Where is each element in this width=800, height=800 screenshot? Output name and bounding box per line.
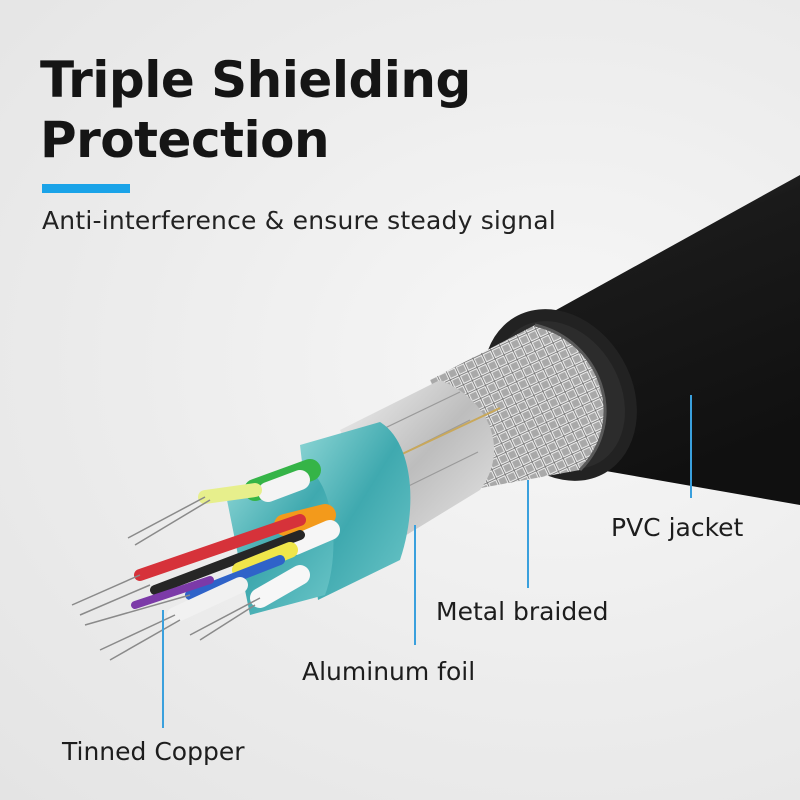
page-title: Triple Shielding Protection (40, 50, 471, 170)
title-line-2: Protection (40, 111, 330, 169)
label-tinned-copper: Tinned Copper (62, 737, 245, 766)
title-line-1: Triple Shielding (40, 51, 471, 109)
callout-leader-lines (162, 395, 692, 728)
label-pvc-jacket: PVC jacket (611, 513, 744, 542)
colored-conductors (131, 459, 340, 623)
label-metal-braided: Metal braided (436, 597, 609, 626)
accent-bar (42, 184, 130, 193)
subtitle: Anti-interference & ensure steady signal (42, 206, 556, 235)
label-aluminum-foil: Aluminum foil (302, 657, 476, 686)
tinned-copper-strands (71, 496, 261, 661)
